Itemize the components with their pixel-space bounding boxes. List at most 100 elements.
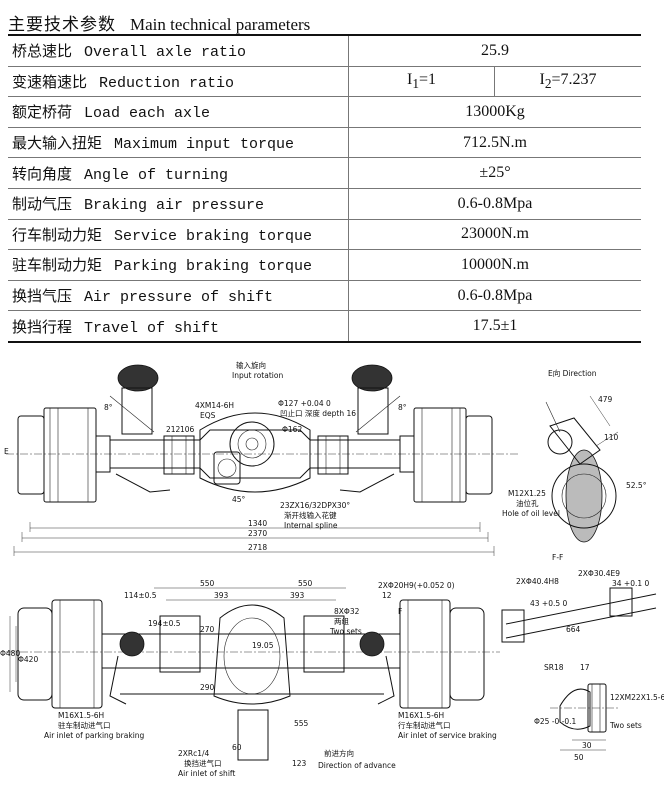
f-view-title: F-F (552, 553, 563, 562)
e-direction-view: E向 Direction 479 110 52.5° M12X1.25 油位孔 … (502, 368, 647, 543)
advance-cn: 前进方向 (324, 748, 354, 758)
holes-b: 2XΦ30.4E9 (578, 569, 620, 578)
bore-label: Φ127 +0.04 0 (278, 399, 331, 408)
front-view: 550 550 114±0.5 393 393 194±0.5 270 290 … (0, 579, 500, 778)
input-rotation-cn: 输入旋向 (236, 360, 266, 370)
top-view: 输入旋向 Input rotation 4XM14-6H EQS Φ127 +0… (4, 360, 520, 556)
spec-value: ±25° (348, 157, 641, 189)
thread-en: Two sets (609, 721, 642, 730)
spline-label: 23ZX16/32DPX30° (280, 501, 350, 510)
dia-420: Φ420 (18, 655, 38, 664)
spec-row: 额定桥荷 Load each axle 13000Kg (8, 96, 641, 128)
f-section-marker: F (398, 607, 402, 616)
dim-123: 123 (292, 759, 307, 768)
holes-20: 2XΦ20H9(+0.052 0) (378, 581, 455, 590)
bolts-cn: 两组 (334, 616, 349, 626)
port-parking-cn: 驻车制动进气口 (58, 720, 111, 730)
dim-479: 479 (598, 395, 613, 404)
spec-label-en: Air pressure of shift (84, 289, 274, 307)
dim-555: 555 (294, 719, 309, 728)
title-en: Main technical parameters (130, 15, 311, 34)
port-service: M16X1.5-6H (398, 711, 444, 720)
spec-value-gear-2: I2=7.237 (494, 66, 641, 98)
sr18-label: SR18 (544, 663, 564, 672)
holes-a: 2XΦ40.4H8 (516, 577, 559, 586)
shift-port-en: Air inlet of shift (178, 769, 235, 778)
oil-level-en: Hole of oil level (502, 509, 560, 518)
spec-value-gear-1: I1=1 (348, 66, 495, 98)
angle-8-left: 8° (104, 403, 113, 412)
spline-en: Internal spline (284, 521, 338, 530)
port-service-en: Air inlet of service braking (398, 731, 497, 740)
spec-label-en: Reduction ratio (99, 74, 235, 92)
spline-cn: 渐开线输入花键 (284, 510, 337, 520)
dim-393-left: 393 (214, 591, 229, 600)
dim-2718: 2718 (248, 543, 267, 552)
spec-label-cn: 变速箱速比 (12, 72, 88, 91)
spec-label-cn: 最大输入扭矩 (12, 134, 103, 153)
spec-value: 17.5±1 (348, 310, 641, 342)
spec-label-en: Service braking torque (114, 227, 313, 245)
spec-value: 712.5N.m (348, 127, 641, 159)
dim-290: 290 (200, 683, 215, 692)
thread-m12: M12X1.25 (508, 489, 546, 498)
f-f-section-view: F-F 2XΦ40.4H8 2XΦ30.4E9 43 +0.5 0 34 +0.… (501, 553, 657, 643)
bolts-8: 8XΦ32 (334, 607, 360, 616)
spec-value: 23000N.m (348, 219, 641, 251)
dim-393-right: 393 (290, 591, 305, 600)
bore-depth-label: 凹止口 深度 depth 16 (280, 408, 356, 418)
e-view-title: E向 Direction (548, 368, 597, 378)
dim-17: 17 (580, 663, 590, 672)
spec-label-cn: 额定桥荷 (12, 103, 73, 122)
port-parking: M16X1.5-6H (58, 711, 104, 720)
dim-30: 30 (582, 741, 592, 750)
dim-110: 110 (604, 433, 619, 442)
dim-212: 212 (166, 425, 181, 434)
spec-label-cn: 换挡行程 (12, 317, 73, 336)
spec-label-cn: 换挡气压 (12, 287, 73, 306)
spec-label-en: Maximum input torque (114, 136, 295, 154)
title-cn: 主要技术参数 (8, 15, 116, 34)
spec-value: 25.9 (348, 35, 641, 67)
spec-label-en: Load each axle (84, 105, 211, 123)
dim-664: 664 (566, 625, 581, 634)
spec-label-cn: 桥总速比 (12, 42, 73, 61)
spec-label-en: Travel of shift (84, 319, 220, 337)
port-parking-en: Air inlet of parking braking (44, 731, 145, 740)
thread-label: 12XM22X1.5-6g (610, 693, 664, 702)
spec-label-cn: 制动气压 (12, 195, 73, 214)
port-service-cn: 行车制动进气口 (398, 720, 451, 730)
shift-port: 2XRc1/4 (178, 749, 210, 758)
dim-106: 106 (180, 425, 195, 434)
dim-19: 19.05 (252, 641, 274, 650)
spec-value: 10000N.m (348, 249, 641, 281)
page-title: 主要技术参数 Main technical parameters (8, 10, 310, 35)
shift-port-cn: 换挡进气口 (184, 758, 222, 768)
input-rotation-en: Input rotation (232, 371, 283, 380)
dim-50: 50 (574, 753, 584, 762)
depth-12: 12 (382, 591, 392, 600)
spec-value: 13000Kg (348, 96, 641, 128)
dim-194: 194±0.5 (148, 619, 181, 628)
advance-en: Direction of advance (318, 761, 396, 770)
spec-row: 换挡行程 Travel of shift 17.5±1 (8, 310, 641, 342)
spec-row: 制动气压 Braking air pressure 0.6-0.8Mpa (8, 188, 641, 220)
dim-25: Φ25 -0 -0.1 (534, 717, 577, 726)
spec-value: 0.6-0.8Mpa (348, 280, 641, 312)
spec-value: 0.6-0.8Mpa (348, 188, 641, 220)
dim-550-left: 550 (200, 579, 215, 588)
dim-270: 270 (200, 625, 215, 634)
spec-label-cn: 转向角度 (12, 164, 73, 183)
spec-label-en: Braking air pressure (84, 197, 265, 215)
dim-60: 60 (232, 743, 242, 752)
spec-label-cn: 行车制动力矩 (12, 225, 103, 244)
spec-label-cn: 驻车制动力矩 (12, 256, 103, 275)
spec-label-en: Parking braking torque (114, 258, 313, 276)
stud-detail-view: SR18 17 Φ25 -0 -0.1 12XM22X1.5-6g Two se… (534, 663, 664, 762)
eqs-label: EQS (200, 411, 216, 420)
spec-row: 最大输入扭矩 Maximum input torque 712.5N.m (8, 127, 641, 159)
angle-45: 45° (232, 495, 246, 504)
e-view-marker: E (4, 447, 9, 456)
